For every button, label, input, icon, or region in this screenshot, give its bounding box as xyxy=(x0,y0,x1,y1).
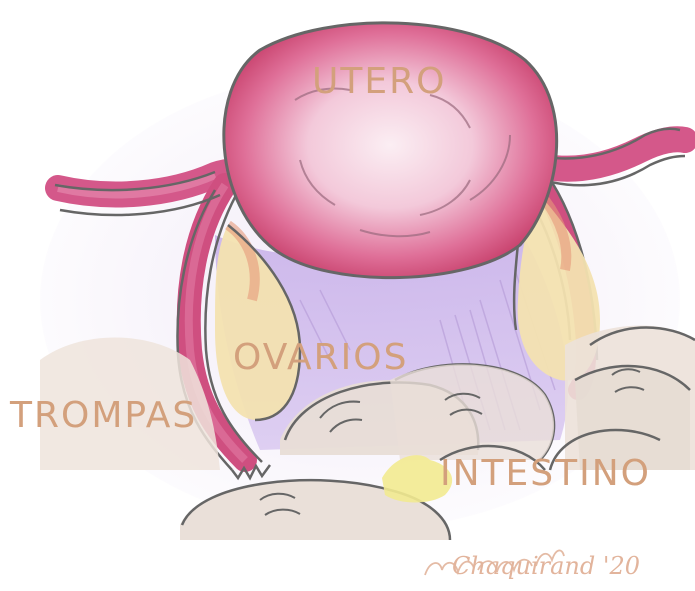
label-trompas: TROMPAS xyxy=(10,398,197,434)
label-ovarios: OVARIOS xyxy=(233,340,408,376)
label-utero: UTERO xyxy=(312,64,446,100)
artist-signature: Chaquirand '20 xyxy=(452,552,640,580)
label-intestino: INTESTINO xyxy=(440,456,651,492)
